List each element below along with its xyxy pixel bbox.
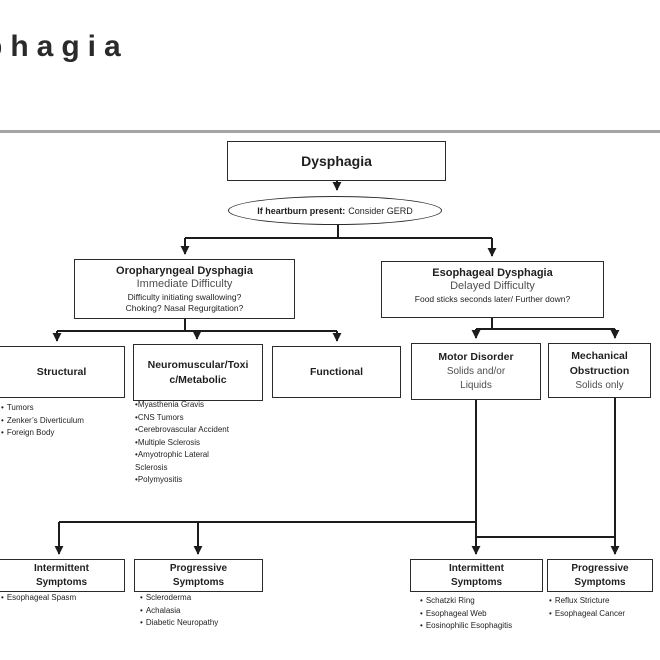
- list-item: •Eosinophilic Esophagitis: [420, 620, 560, 633]
- list-item-label: Reflux Stricture: [554, 596, 610, 605]
- mechanical-obstruction-subtitle: Solids only: [575, 379, 624, 391]
- progressive-symptoms-left-box: Progressive Symptoms: [134, 559, 263, 592]
- list-item: •Esophageal Spasm: [1, 592, 123, 605]
- progressive-symptoms-left-title: Progressive Symptoms: [169, 562, 228, 588]
- bullet-icon: •: [420, 621, 423, 630]
- list-item-label: Scleroderma: [145, 593, 192, 602]
- list-item: •Tumors: [1, 402, 121, 415]
- intermittent-right-examples-list: •Schatzki Ring•Esophageal Web•Eosinophil…: [420, 595, 560, 633]
- intermittent-left-examples-list: •Esophageal Spasm: [1, 592, 123, 605]
- progressive-left-examples-list: •Scleroderma•Achalasia•Diabetic Neuropat…: [140, 592, 260, 630]
- esophageal-subtitle: Delayed Difficulty: [450, 280, 535, 292]
- title-divider-line: [0, 130, 660, 133]
- list-item-label: Myasthenia Gravis: [137, 400, 205, 409]
- oropharyngeal-questions: Difficulty initiating swallowing? Chokin…: [125, 292, 244, 313]
- list-item: •Zenker’s Diverticulum: [1, 415, 121, 428]
- dysphagia-root-label: Dysphagia: [301, 153, 372, 169]
- list-item: •Myasthenia Gravis: [135, 399, 237, 412]
- list-item: •Scleroderma: [140, 592, 260, 605]
- bullet-icon: •: [549, 608, 552, 618]
- list-item: •Polymyositis: [135, 474, 237, 487]
- bullet-icon: •: [135, 475, 138, 484]
- bullet-icon: •: [135, 450, 138, 459]
- dysphagia-root-box: Dysphagia: [227, 141, 446, 181]
- oropharyngeal-subtitle: Immediate Difficulty: [136, 278, 233, 290]
- functional-title: Functional: [309, 365, 364, 378]
- list-item: •Foreign Body: [1, 427, 121, 440]
- list-item: •Esophageal Cancer: [549, 608, 660, 621]
- neuromuscular-examples-list: •Myasthenia Gravis•CNS Tumors•Cerebrovas…: [135, 399, 237, 487]
- list-item: •Schatzki Ring: [420, 595, 560, 608]
- list-item: •Diabetic Neuropathy: [140, 617, 260, 630]
- bullet-icon: •: [140, 593, 143, 602]
- motor-disorder-title: Motor Disorder: [438, 351, 514, 363]
- intermittent-symptoms-left-box: Intermittent Symptoms: [0, 559, 125, 592]
- gerd-note-bold: If heartburn present:: [257, 205, 346, 216]
- bullet-icon: •: [135, 412, 138, 422]
- list-item-label: Achalasia: [145, 605, 181, 615]
- bullet-icon: •: [549, 596, 552, 605]
- list-item: •Multiple Sclerosis: [135, 437, 237, 450]
- list-item: •Reflux Stricture: [549, 595, 660, 608]
- list-item: •CNS Tumors: [135, 412, 237, 425]
- bullet-icon: •: [135, 425, 138, 434]
- mechanical-obstruction-title: Mechanical Obstruction: [569, 349, 630, 377]
- list-item-label: Multiple Sclerosis: [137, 437, 201, 447]
- oropharyngeal-dysphagia-box: Oropharyngeal Dysphagia Immediate Diffic…: [74, 259, 295, 319]
- esophageal-title: Esophageal Dysphagia: [432, 267, 553, 279]
- list-item-label: Polymyositis: [137, 475, 183, 484]
- list-item-label: Esophageal Web: [425, 608, 487, 618]
- neuromuscular-box: Neuromuscular/Toxi c/Metabolic: [133, 344, 263, 401]
- list-item-label: Foreign Body: [6, 428, 55, 437]
- progressive-symptoms-right-box: Progressive Symptoms: [547, 559, 653, 592]
- bullet-icon: •: [420, 608, 423, 618]
- list-item-label: Zenker’s Diverticulum: [6, 415, 84, 425]
- oropharyngeal-title: Oropharyngeal Dysphagia: [116, 265, 253, 277]
- bullet-icon: •: [420, 596, 423, 605]
- esophageal-dysphagia-box: Esophageal Dysphagia Delayed Difficulty …: [381, 261, 604, 318]
- bullet-icon: •: [1, 403, 4, 412]
- progressive-right-examples-list: •Reflux Stricture•Esophageal Cancer: [549, 595, 660, 620]
- motor-disorder-box: Motor Disorder Solids and/or Liquids: [411, 343, 541, 400]
- intermittent-symptoms-left-title: Intermittent Symptoms: [34, 562, 89, 588]
- progressive-symptoms-right-title: Progressive Symptoms: [571, 562, 629, 588]
- list-item-label: Eosinophilic Esophagitis: [425, 621, 513, 630]
- bullet-icon: •: [135, 437, 138, 447]
- gerd-note-text: Consider GERD: [348, 205, 413, 216]
- list-item-label: Esophageal Spasm: [6, 593, 77, 602]
- page-title: phagia: [0, 30, 129, 63]
- list-item-label: CNS Tumors: [137, 412, 184, 422]
- list-item: •Amyotrophic Lateral Sclerosis: [135, 449, 237, 474]
- list-item-label: Esophageal Cancer: [554, 608, 626, 618]
- functional-box: Functional: [272, 346, 401, 398]
- bullet-icon: •: [1, 593, 4, 602]
- structural-title: Structural: [36, 365, 87, 378]
- list-item-label: Diabetic Neuropathy: [145, 618, 219, 627]
- list-item-label: Cerebrovascular Accident: [137, 425, 229, 434]
- list-item: •Achalasia: [140, 605, 260, 618]
- bullet-icon: •: [140, 618, 143, 627]
- list-item-label: Tumors: [6, 403, 34, 412]
- list-item: •Esophageal Web: [420, 608, 560, 621]
- list-item: •Cerebrovascular Accident: [135, 424, 237, 437]
- gerd-note-ellipse: If heartburn present: Consider GERD: [228, 196, 442, 225]
- structural-box: Structural: [0, 346, 125, 398]
- motor-disorder-subtitle: Solids and/or Liquids: [446, 366, 506, 391]
- structural-examples-list: •Tumors•Zenker’s Diverticulum•Foreign Bo…: [1, 402, 121, 440]
- intermittent-symptoms-right-box: Intermittent Symptoms: [410, 559, 543, 592]
- list-item-label: Amyotrophic Lateral Sclerosis: [135, 450, 209, 472]
- neuromuscular-title: Neuromuscular/Toxi c/Metabolic: [147, 358, 249, 386]
- intermittent-symptoms-right-title: Intermittent Symptoms: [449, 562, 504, 588]
- bullet-icon: •: [140, 605, 143, 615]
- list-item-label: Schatzki Ring: [425, 596, 475, 605]
- mechanical-obstruction-box: Mechanical Obstruction Solids only: [548, 343, 651, 398]
- bullet-icon: •: [1, 415, 4, 425]
- esophageal-questions: Food sticks seconds later/ Further down?: [414, 294, 571, 304]
- bullet-icon: •: [1, 428, 4, 437]
- bullet-icon: •: [135, 400, 138, 409]
